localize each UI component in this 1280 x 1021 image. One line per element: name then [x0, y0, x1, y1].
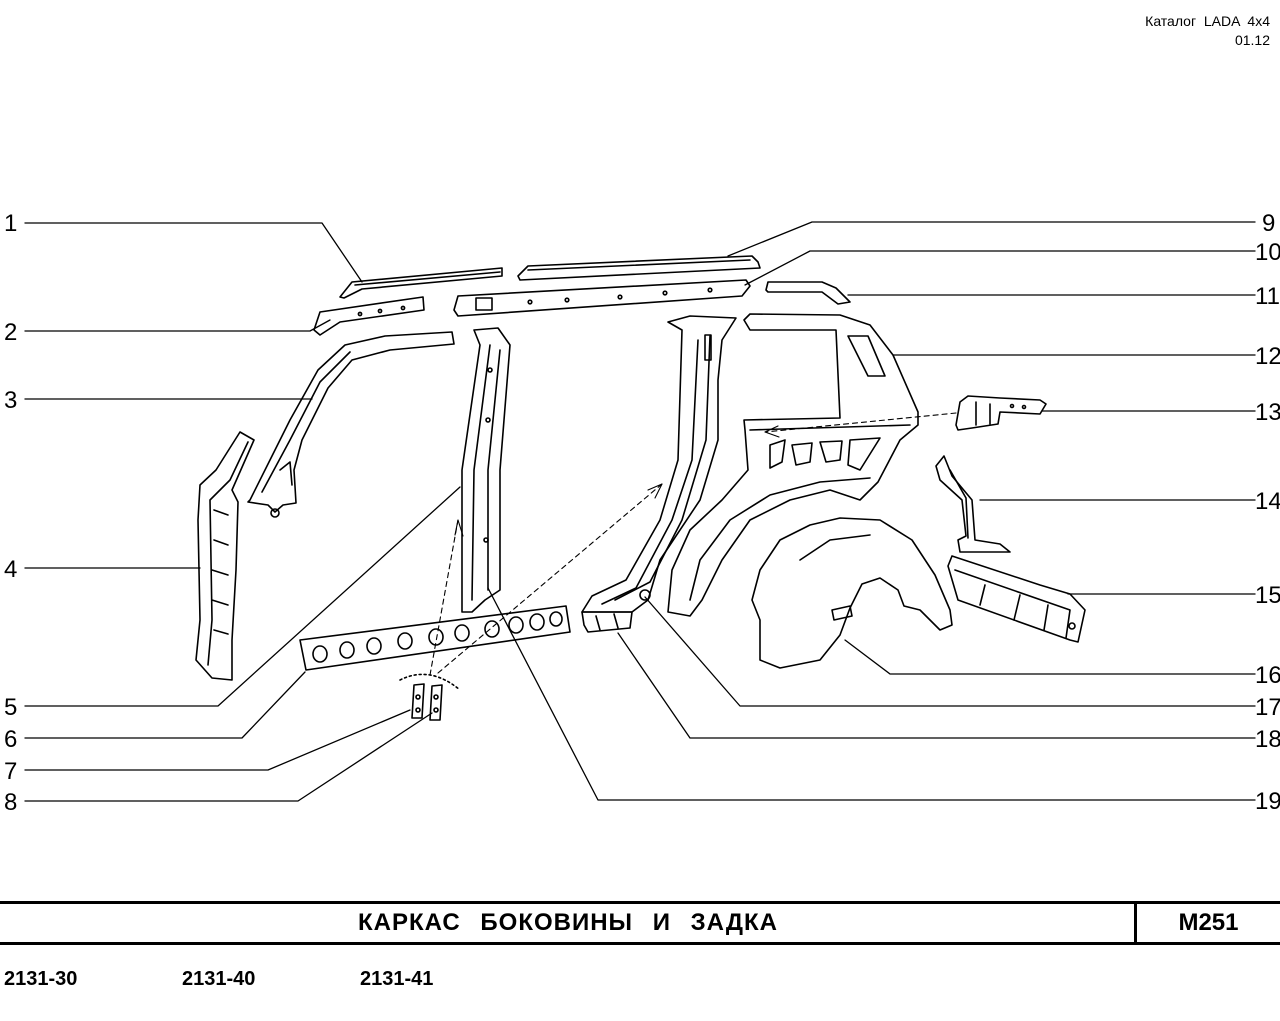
- leader-18: [617, 632, 1256, 739]
- leader-17: [644, 596, 1256, 707]
- callout-11: 11: [1255, 283, 1280, 310]
- leader-10: [744, 250, 1256, 286]
- leader-19: [487, 587, 1256, 801]
- callout-5: 5: [4, 694, 17, 721]
- callout-3: 3: [4, 387, 17, 414]
- callout-9: 9: [1262, 210, 1275, 237]
- callout-16: 16: [1255, 662, 1280, 689]
- callout-2: 2: [4, 319, 17, 346]
- callout-4: 4: [4, 556, 17, 583]
- title-divider: [1134, 904, 1137, 942]
- callout-19: 19: [1255, 788, 1280, 815]
- callout-18: 18: [1255, 726, 1280, 753]
- part-18-pillar-bottom: [581, 611, 633, 633]
- part-1-front-roof-rail: [339, 267, 503, 299]
- model-code-1: 2131-30: [4, 968, 78, 990]
- catalog-header: Каталог LADA 4x4 01.12: [1145, 12, 1270, 50]
- leader-6: [24, 671, 306, 739]
- part-13-rear-bracket: [955, 395, 1047, 431]
- leader-7: [24, 709, 411, 771]
- leader-16: [844, 639, 1256, 675]
- leader-lines: [24, 221, 1256, 802]
- part-10-roof-reinforcement: [453, 279, 751, 317]
- part-9-roof-rail: [517, 255, 761, 281]
- part-7-8-brackets: [399, 673, 461, 721]
- catalog-title: Каталог LADA 4x4: [1145, 13, 1270, 29]
- catalog-code: M251: [1178, 909, 1239, 936]
- catalog-date: 01.12: [1234, 32, 1270, 48]
- callout-1: 1: [4, 210, 17, 237]
- part-12-rear-quarter-panel: [667, 313, 919, 617]
- model-code-2: 2131-40: [182, 968, 256, 990]
- leader-8: [24, 712, 433, 802]
- part-11-rear-roof-corner: [765, 281, 851, 305]
- title-bar: КАРКАС БОКОВИНЫ И ЗАДКА M251: [0, 901, 1280, 945]
- part-2-windshield-upper: [313, 296, 425, 336]
- page-title: КАРКАС БОКОВИНЫ И ЗАДКА: [358, 909, 778, 936]
- leader-5: [24, 486, 461, 707]
- callout-7: 7: [4, 758, 17, 785]
- callout-14: 14: [1255, 488, 1280, 515]
- model-code-3: 2131-41: [360, 968, 434, 990]
- callout-13: 13: [1255, 399, 1280, 426]
- body-side-frame-diagram: 1 2 3 4 5 6 7 8 9 10 11 12 13 14 15 16 1…: [4, 210, 1280, 816]
- part-17-rear-pillar: [581, 315, 737, 613]
- part-4-front-pillar: [195, 431, 255, 681]
- part-5-center-pillar: [461, 327, 511, 613]
- callout-numbers: 1 2 3 4 5 6 7 8 9 10 11 12 13 14 15 16 1…: [4, 210, 1280, 816]
- callout-10: 10: [1255, 239, 1280, 266]
- model-list: 2131-30 2131-40 2131-41: [0, 968, 1280, 998]
- leader-2: [24, 319, 331, 332]
- leader-1: [24, 222, 363, 283]
- part-6-rocker-panel: [299, 605, 571, 671]
- callout-8: 8: [4, 789, 17, 816]
- callout-12: 12: [1255, 343, 1280, 370]
- callout-17: 17: [1255, 694, 1280, 721]
- part-16-wheel-arch: [751, 517, 953, 669]
- part-3-windshield-pillar: [247, 331, 455, 518]
- callout-6: 6: [4, 726, 17, 753]
- callout-15: 15: [1255, 582, 1280, 609]
- assembly-arrows: [429, 412, 957, 676]
- leader-9: [727, 221, 1256, 257]
- part-14-rear-support: [935, 455, 1011, 553]
- part-15-rear-floor-member: [947, 555, 1086, 643]
